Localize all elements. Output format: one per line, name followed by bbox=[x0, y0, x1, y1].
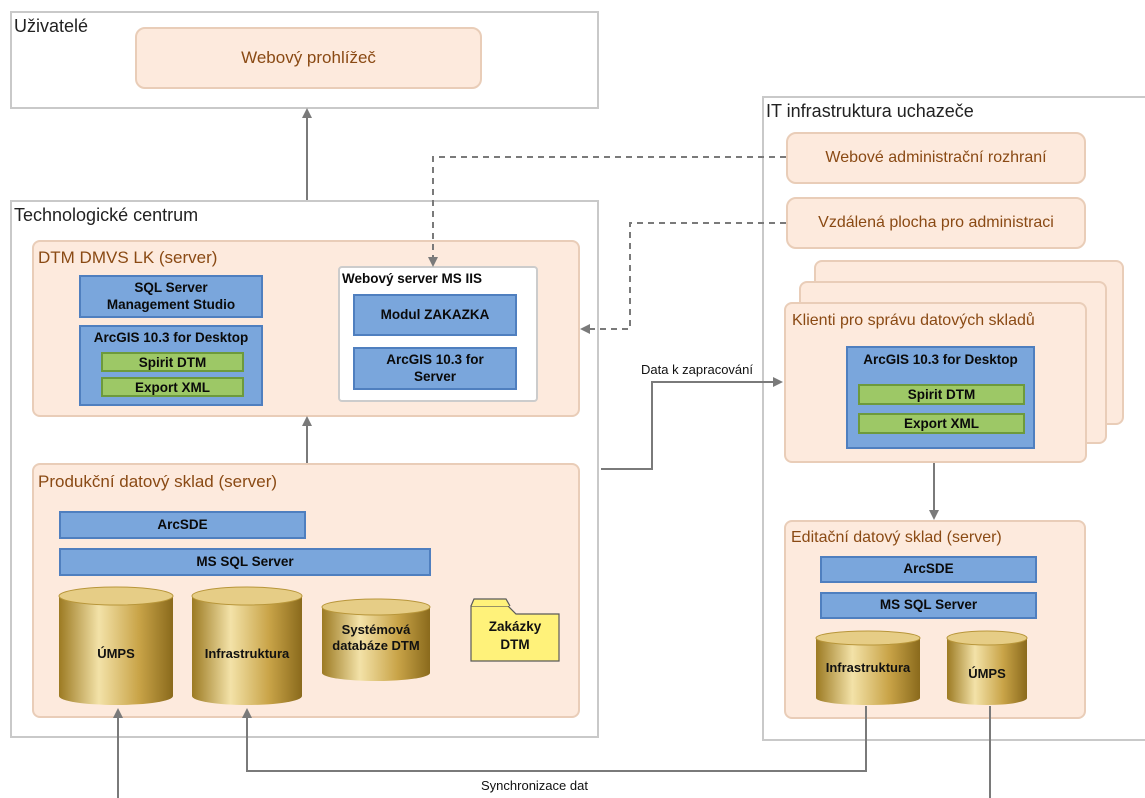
dtm-spirit-box: Spirit DTM bbox=[101, 352, 244, 372]
sql-studio-line2: Management Studio bbox=[106, 296, 236, 312]
dtm-title: DTM DMVS LK (server) bbox=[38, 248, 218, 267]
clients-title: Klienti pro správu datových skladů bbox=[792, 312, 1035, 329]
sync-label: Synchronizace dat bbox=[481, 778, 588, 793]
arrow-remote-desktop-to-dtm bbox=[580, 222, 786, 334]
editing-arcsde-box: ArcSDE bbox=[820, 556, 1037, 583]
prod-system-db-line2: databáze DTM bbox=[332, 638, 420, 654]
cylinder-icon bbox=[815, 630, 921, 705]
arcgis-server-line1: ArcGIS 10.3 for bbox=[386, 351, 484, 367]
it-title: IT infrastruktura uchazeče bbox=[766, 101, 974, 121]
arcgis-server-line2: Server bbox=[413, 368, 457, 384]
zakazky-folder-label: Zakázky DTM bbox=[470, 618, 560, 653]
prod-system-db-line1: Systémová bbox=[341, 622, 411, 637]
sql-studio-box: SQL Server Management Studio bbox=[79, 275, 263, 318]
cylinder-icon bbox=[946, 630, 1028, 705]
cylinder-icon bbox=[191, 586, 303, 705]
client-export-box: Export XML bbox=[858, 413, 1025, 434]
prod-title: Produkční datový sklad (server) bbox=[38, 472, 278, 491]
editing-umps-label: ÚMPS bbox=[968, 666, 1006, 681]
prod-umps-cylinder: ÚMPS bbox=[58, 586, 174, 706]
prod-system-db-label: Systémová databáze DTM bbox=[321, 622, 431, 655]
prod-mssql-box: MS SQL Server bbox=[59, 548, 431, 576]
client-arcgis-title: ArcGIS 10.3 for Desktop bbox=[863, 352, 1018, 367]
prod-arcsde-box: ArcSDE bbox=[59, 511, 306, 539]
cylinder-icon bbox=[321, 598, 431, 681]
arrow-data-to-clients bbox=[601, 377, 783, 470]
editing-title: Editační datový sklad (server) bbox=[791, 529, 1002, 546]
folder-icon bbox=[470, 598, 560, 662]
dtm-arcgis-box: ArcGIS 10.3 for Desktop Spirit DTM Expor… bbox=[79, 325, 263, 406]
prod-infrastruktura-label: Infrastruktura bbox=[204, 646, 290, 661]
sql-studio-line1: SQL Server bbox=[134, 279, 208, 295]
zakazky-line2: DTM bbox=[500, 636, 530, 652]
editing-mssql-box: MS SQL Server bbox=[820, 592, 1037, 619]
modul-zakazka-box: Modul ZAKAZKA bbox=[353, 294, 517, 336]
editing-infrastruktura-label: Infrastruktura bbox=[825, 660, 911, 675]
client-spirit-box: Spirit DTM bbox=[858, 384, 1025, 405]
prod-umps-label: ÚMPS bbox=[97, 646, 135, 661]
dtm-export-box: Export XML bbox=[101, 377, 244, 397]
prod-system-db-cylinder: Systémová databáze DTM bbox=[321, 598, 431, 682]
client-arcgis-box: ArcGIS 10.3 for Desktop Spirit DTM Expor… bbox=[846, 346, 1035, 449]
editing-umps-cylinder: ÚMPS bbox=[946, 630, 1028, 706]
tech-title: Technologické centrum bbox=[14, 205, 199, 225]
remote-desktop-box: Vzdálená plocha pro administraci bbox=[786, 197, 1086, 249]
dtm-arcgis-title: ArcGIS 10.3 for Desktop bbox=[93, 330, 249, 345]
zakazky-folder: Zakázky DTM bbox=[470, 598, 560, 662]
editing-infrastruktura-cylinder: Infrastruktura bbox=[815, 630, 921, 706]
data-processing-label: Data k zapracování bbox=[641, 362, 754, 377]
web-admin-box: Webové administrační rozhraní bbox=[786, 132, 1086, 184]
cylinder-icon bbox=[58, 586, 174, 705]
zakazky-line1: Zakázky bbox=[488, 619, 542, 634]
iis-title: Webový server MS IIS bbox=[342, 271, 483, 286]
arcgis-server-box: ArcGIS 10.3 for Server bbox=[353, 347, 517, 390]
prod-infrastruktura-cylinder: Infrastruktura bbox=[191, 586, 303, 706]
users-title: Uživatelé bbox=[14, 16, 89, 36]
web-browser-box: Webový prohlížeč bbox=[135, 27, 482, 89]
